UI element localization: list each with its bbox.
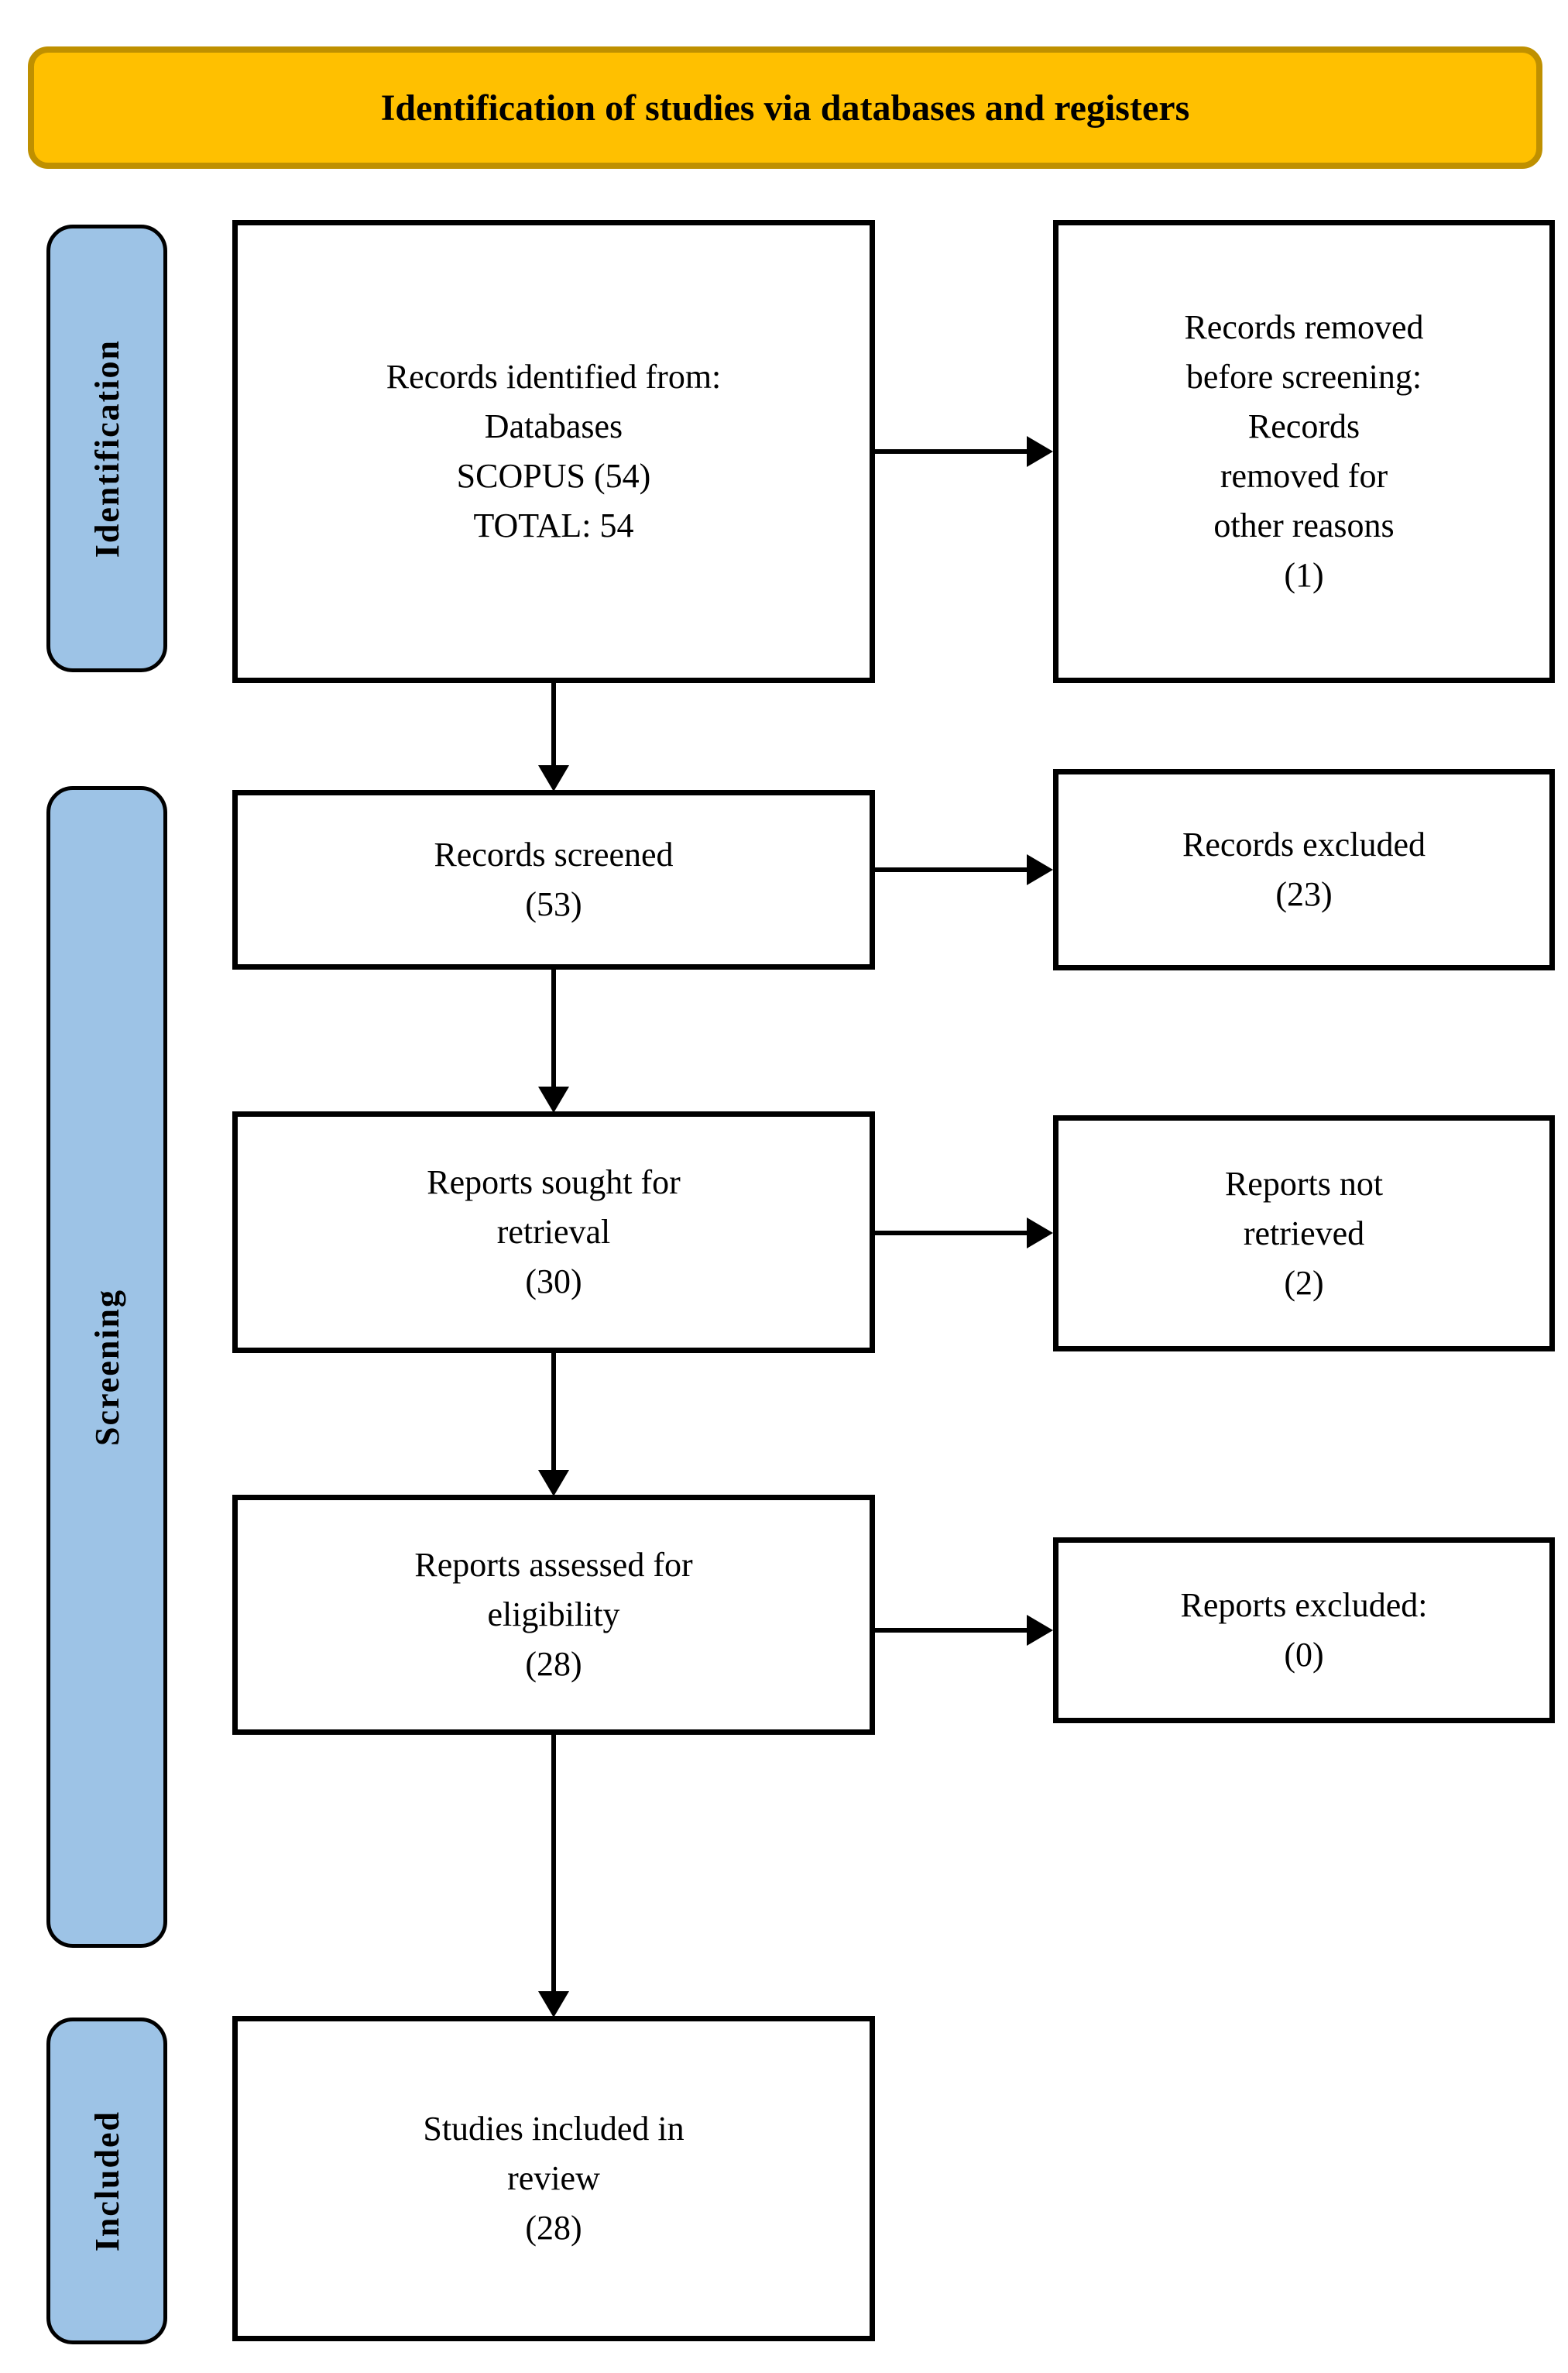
box-reports-assessed-text: Reports assessed for eligibility (28) xyxy=(414,1546,693,1683)
arrow-screened-to-sought-head-icon xyxy=(538,1087,569,1113)
arrow-assessed-to-included-head-icon xyxy=(538,1991,569,2018)
arrow-identified-to-screened-line xyxy=(551,683,556,767)
box-reports-sought-text: Reports sought for retrieval (30) xyxy=(427,1163,681,1300)
box-studies-included-text: Studies included in review (28) xyxy=(423,2110,684,2247)
stage-label-screening: Screening xyxy=(87,1288,126,1446)
arrow-identified-to-screened-head-icon xyxy=(538,765,569,792)
box-records-identified: Records identified from: Databases SCOPU… xyxy=(232,220,875,683)
arrow-sought-to-notretrieved-head-icon xyxy=(1027,1217,1053,1248)
arrow-sought-to-assessed-line xyxy=(551,1353,556,1472)
box-records-excluded-text: Records excluded (23) xyxy=(1182,826,1426,913)
title-banner: Identification of studies via databases … xyxy=(28,46,1542,169)
box-reports-excluded-text: Reports excluded: (0) xyxy=(1180,1586,1428,1674)
arrow-screened-to-excluded-head-icon xyxy=(1027,854,1053,885)
box-records-identified-text: Records identified from: Databases SCOPU… xyxy=(386,358,722,544)
box-records-excluded: Records excluded (23) xyxy=(1053,769,1555,970)
box-studies-included: Studies included in review (28) xyxy=(232,2016,875,2341)
arrow-sought-to-notretrieved-line xyxy=(875,1231,1030,1235)
box-records-removed-text: Records removed before screening: Record… xyxy=(1184,308,1424,594)
box-reports-excluded: Reports excluded: (0) xyxy=(1053,1537,1555,1723)
arrow-assessed-to-reportsexcluded-head-icon xyxy=(1027,1615,1053,1646)
stage-bar-included: Included xyxy=(46,2018,167,2344)
stage-label-identification: Identification xyxy=(87,338,126,558)
arrow-assessed-to-reportsexcluded-line xyxy=(875,1628,1030,1633)
stage-bar-screening: Screening xyxy=(46,786,167,1948)
box-reports-sought: Reports sought for retrieval (30) xyxy=(232,1111,875,1353)
arrow-screened-to-sought-line xyxy=(551,970,556,1088)
arrow-identified-to-removed-line xyxy=(875,449,1030,454)
box-reports-not-retrieved: Reports not retrieved (2) xyxy=(1053,1115,1555,1351)
arrow-screened-to-excluded-line xyxy=(875,867,1030,872)
box-records-removed: Records removed before screening: Record… xyxy=(1053,220,1555,683)
box-reports-assessed: Reports assessed for eligibility (28) xyxy=(232,1495,875,1735)
box-records-screened-text: Records screened (53) xyxy=(434,836,674,923)
arrow-sought-to-assessed-head-icon xyxy=(538,1470,569,1496)
arrow-identified-to-removed-head-icon xyxy=(1027,436,1053,467)
stage-label-included: Included xyxy=(87,2110,126,2252)
stage-bar-identification: Identification xyxy=(46,225,167,672)
box-records-screened: Records screened (53) xyxy=(232,790,875,970)
arrow-assessed-to-included-line xyxy=(551,1735,556,1993)
diagram-title: Identification of studies via databases … xyxy=(380,87,1190,129)
box-reports-not-retrieved-text: Reports not retrieved (2) xyxy=(1224,1164,1384,1302)
